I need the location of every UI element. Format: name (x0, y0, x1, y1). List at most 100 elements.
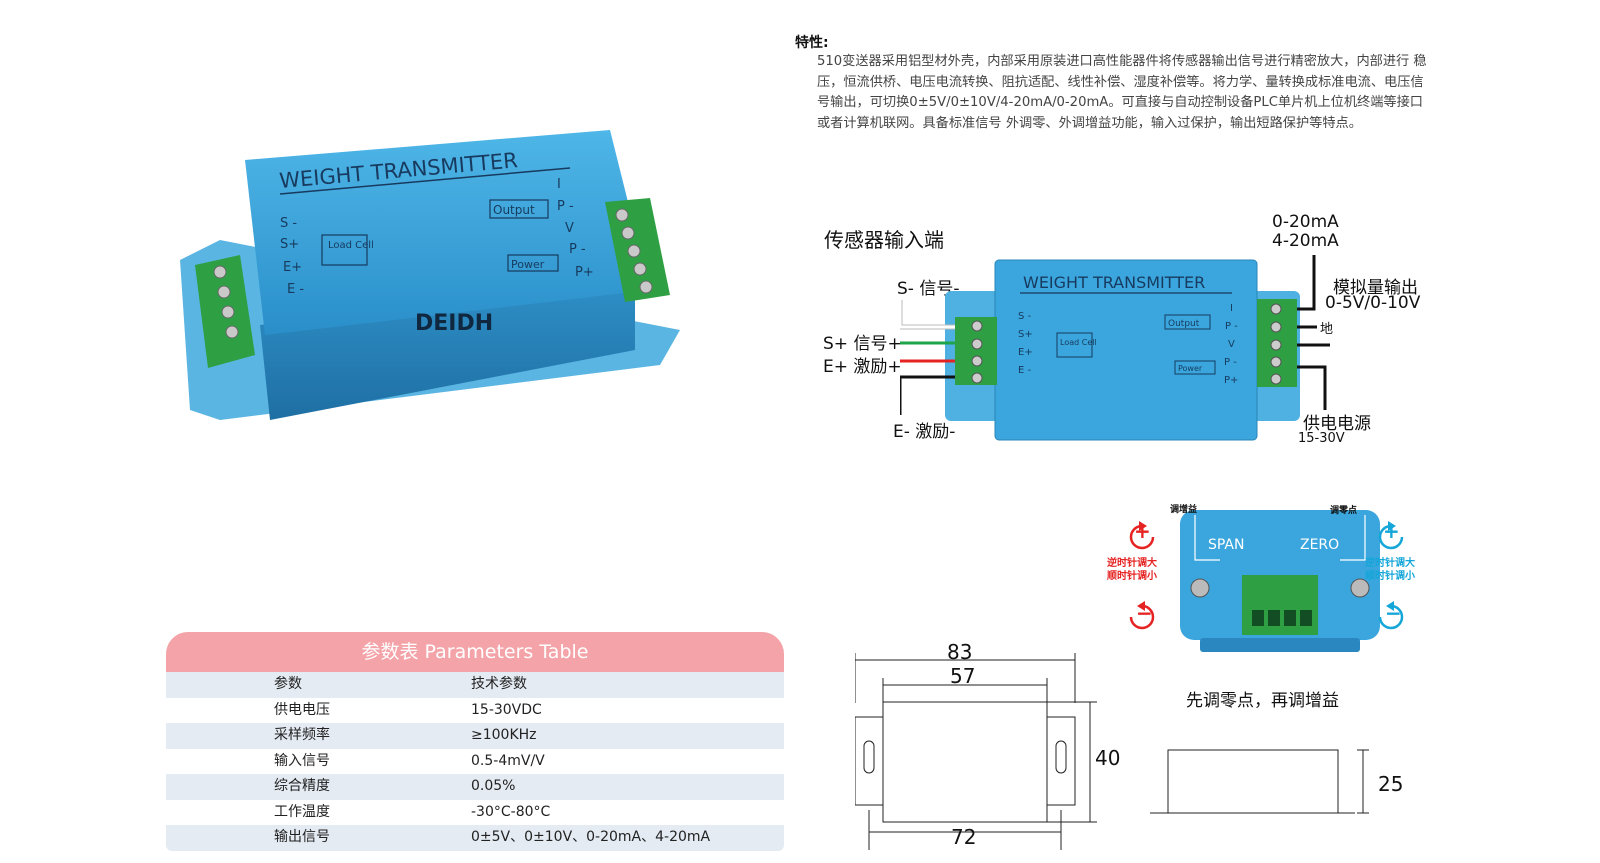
features-title: 特性: (795, 35, 829, 51)
wire-label-e-plus: E+ 激励+ (823, 357, 902, 377)
wire-e-minus (900, 375, 955, 415)
pin-label: I (557, 177, 561, 192)
param-name: 输入信号 (274, 752, 330, 769)
load-cell-label: Load Cell (328, 240, 374, 251)
power-label: Power (511, 258, 545, 271)
rotate-ccw-plus-icon (1378, 521, 1404, 550)
analog-output-title: 模拟量输出 (1333, 278, 1418, 298)
param-name: 采样频率 (274, 727, 330, 743)
top-view-dimension-drawing (855, 653, 1097, 850)
output-label: Output (1168, 319, 1200, 329)
right-hint-line-2: 顺时针调小 (1365, 571, 1415, 582)
rotate-cw-minus-icon (1378, 601, 1404, 630)
dim-body-width: 57 (950, 664, 976, 688)
pin-label: P - (569, 242, 586, 257)
dim-depth: 25 (1378, 772, 1404, 796)
pin-label: V (1228, 339, 1235, 350)
power-label: Power (1178, 364, 1203, 373)
wire-power (1297, 365, 1327, 410)
table-row: 工作温度 -30°C-80°C (166, 799, 784, 825)
features-body: 510变送器采用铝型材外壳，内部采用原装进口高性能器件将传感器输出信号进行精密放… (817, 54, 1427, 131)
minus-sign: − (1385, 601, 1402, 625)
analog-output-range: 0-5V/0-10V (1325, 293, 1421, 313)
wire-label-e-minus: E- 激励- (893, 422, 956, 442)
dim-total-width: 83 (947, 640, 973, 664)
left-hint-line-1: 逆时针调大 (1107, 558, 1157, 569)
zero-label: ZERO (1300, 537, 1339, 553)
load-cell-label: Load Cell (1060, 338, 1097, 347)
pin-label: I (1230, 303, 1233, 314)
span-label: SPAN (1208, 537, 1244, 553)
pin-label: P+ (1224, 375, 1238, 386)
wiring-diagram: WEIGHT TRANSMITTER S - S+ E+ E - I P - V… (900, 255, 1330, 441)
right-hint-line-1: 逆时针调大 (1365, 558, 1415, 569)
param-name: 工作温度 (274, 803, 330, 820)
column-header: 技术参数 (471, 676, 527, 692)
power-supply-range: 15-30V (1298, 431, 1345, 446)
param-value: 0±5V、0±10V、0-20mA、4-20mA (471, 829, 711, 845)
current-output-range-1: 0-20mA (1272, 212, 1339, 232)
side-view-dimension-drawing (1150, 749, 1369, 814)
wire-label-s-plus: S+ 信号+ (823, 334, 902, 354)
wire-current-out (1297, 255, 1316, 311)
pin-label: S+ (280, 237, 299, 252)
column-header: 参数 (274, 676, 302, 692)
table-row: 综合精度 0.05% (166, 774, 784, 800)
table-row: 输出信号 0±5V、0±10V、0-20mA、4-20mA (166, 825, 784, 851)
pin-label: S+ (1018, 329, 1033, 340)
span-potentiometer (1190, 578, 1210, 598)
terminal-block-left (955, 317, 997, 385)
wire-label-s-minus: S- 信号- (897, 279, 960, 299)
param-value: ≥100KHz (471, 727, 537, 743)
pin-label: P - (1225, 321, 1238, 332)
parameters-table: 参数表 Parameters Table 参数 技术参数 供电电压 15-30V… (166, 632, 784, 851)
zero-adjust-label: 调零点 (1330, 506, 1358, 516)
dim-height: 40 (1095, 746, 1121, 770)
left-hint-line-2: 顺时针调小 (1107, 571, 1157, 582)
ground-label: 地 (1320, 322, 1334, 337)
param-value: 15-30VDC (471, 701, 542, 718)
table-row: 输入信号 0.5-4mV/V (166, 748, 784, 774)
minus-sign: − (1136, 601, 1153, 625)
dim-hole-spacing: 72 (951, 825, 977, 849)
param-value: -30°C-80°C (471, 803, 551, 820)
rotate-cw-minus-icon (1129, 601, 1155, 630)
product-photo: WEIGHT TRANSMITTER S - S+ E+ E - I P - V… (180, 130, 680, 420)
param-name: 供电电压 (274, 701, 330, 718)
sensor-input-title: 传感器输入端 (824, 228, 944, 252)
current-output-range-2: 4-20mA (1272, 231, 1339, 251)
pin-label: V (565, 221, 574, 236)
gain-adjust-label: 调增益 (1170, 505, 1198, 515)
table-title: 参数表 Parameters Table (166, 632, 784, 672)
pin-label: E - (287, 282, 304, 297)
table-row: 采样频率 ≥100KHz (166, 723, 784, 749)
brand-logo: DEIDH (415, 311, 493, 336)
terminal-block-left (195, 255, 255, 368)
param-name: 输出信号 (274, 829, 330, 845)
param-name: 综合精度 (274, 778, 330, 794)
output-label: Output (493, 203, 535, 217)
adjust-caption: 先调零点，再调增益 (1186, 691, 1339, 711)
adjustment-panel-photo: SPAN ZERO (1180, 510, 1380, 652)
housing-top-face (245, 130, 650, 335)
wire-s-minus-core (900, 300, 955, 329)
terminal-block-right (605, 198, 670, 302)
terminal-block-right (1257, 299, 1297, 387)
pin-label: E+ (1018, 347, 1033, 358)
rotate-ccw-plus-icon (1129, 521, 1155, 550)
plus-sign: + (1383, 519, 1400, 543)
power-supply-label: 供电电源 (1303, 414, 1371, 434)
plus-sign: + (1134, 519, 1151, 543)
pin-label: S - (280, 216, 297, 231)
param-value: 0.5-4mV/V (471, 752, 545, 769)
pin-label: E - (1018, 365, 1031, 376)
table-header-row: 参数 技术参数 (166, 672, 784, 698)
pin-label: P - (1224, 357, 1237, 368)
pin-label: E+ (283, 260, 302, 275)
pin-label: P+ (575, 265, 594, 280)
param-value: 0.05% (471, 778, 516, 794)
table-row: 供电电压 15-30VDC (166, 697, 784, 723)
product-label: WEIGHT TRANSMITTER (1023, 273, 1205, 292)
pin-label: S - (1018, 311, 1032, 322)
pin-label: P - (557, 199, 574, 214)
